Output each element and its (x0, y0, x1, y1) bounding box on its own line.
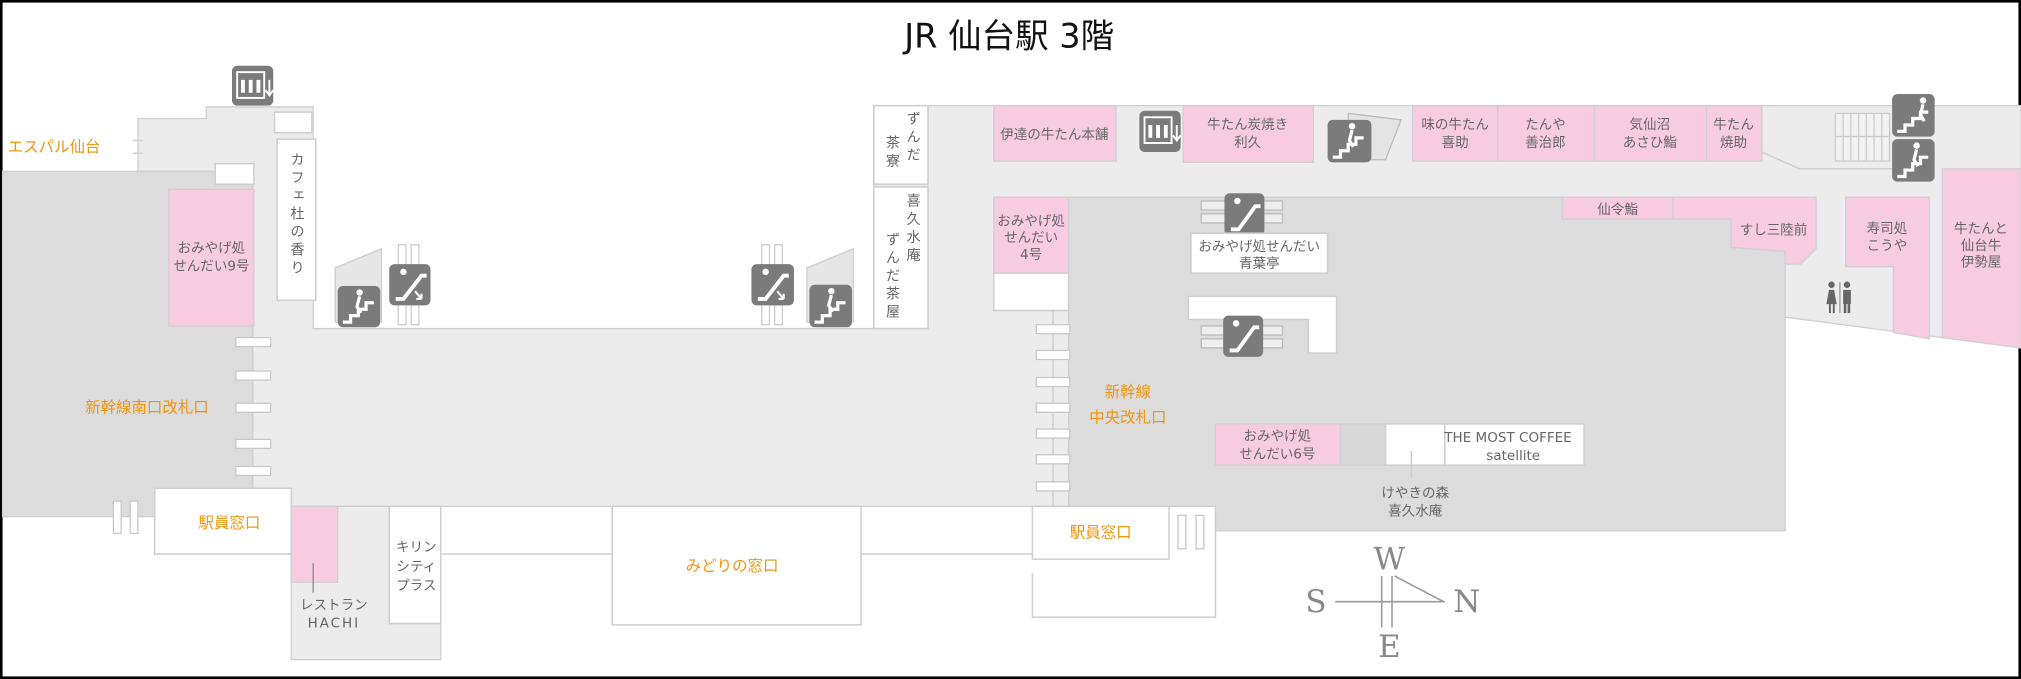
office-label: 駅員窓口 (1070, 523, 1132, 541)
elevator-icon (1139, 110, 1182, 153)
small-room (992, 272, 1070, 312)
elevator-icon (232, 65, 275, 106)
compass-north: N (1453, 584, 1480, 620)
station-office-right[interactable]: 駅員窓口 (1031, 505, 1170, 560)
shop-label: あさひ鮨 (1623, 135, 1678, 151)
shop-label: ずんだ (905, 111, 921, 165)
shop-kikusui-zunda[interactable]: 喜久水庵 ずんだ茶屋 (873, 186, 929, 330)
shop-kouya[interactable]: 寿司処 こうや (1845, 196, 1931, 340)
compass: W S N E (1305, 541, 1480, 665)
shop-label: カフェ杜の香り (288, 152, 304, 278)
station-office-left[interactable]: 駅員窓口 (153, 487, 293, 555)
shop-label: 気仙沼 (1630, 117, 1671, 133)
shop-label: 喜久水庵 (905, 193, 921, 265)
shop-label: 牛たん炭焼き (1207, 117, 1288, 133)
shop-label: すし三陸前 (1740, 221, 1808, 238)
shop-senrei[interactable]: 仙令鮨 (1561, 196, 1674, 220)
shop-rikyu[interactable]: 牛たん炭焼き 利久 (1182, 105, 1315, 163)
shop-label: 寿司処 (1867, 220, 1908, 237)
shop-label: THE MOST COFFEE (1443, 430, 1571, 446)
shop-label: こうや (1867, 238, 1908, 254)
page-title: JR 仙台駅 3階 (902, 17, 1114, 56)
label-south-gate: 新幹線南口改札口 (85, 397, 209, 416)
shop-label: せんだい6号 (1239, 447, 1315, 463)
staircase (1834, 112, 1891, 162)
label-keyaki: 喜久水庵 (1388, 502, 1443, 519)
shop-label: 味の牛たん (1421, 117, 1489, 133)
shop-label: 伊達の牛たん本舗 (1000, 127, 1108, 143)
label-central-gate: 新幹線 (1105, 382, 1151, 401)
shop-label: キリン (396, 539, 437, 555)
shop-label: おみやげ処 (997, 213, 1065, 229)
compass-south: S (1305, 584, 1326, 620)
shop-label: ずんだ茶屋 (884, 232, 900, 322)
label-hachi: レストラン (300, 597, 368, 613)
shop-kirin-city-plus[interactable]: キリン シティ プラス (388, 505, 442, 625)
escalator-down-icon (751, 244, 794, 326)
compass-east: E (1378, 629, 1401, 665)
shop-label: せんだい9号 (173, 259, 249, 275)
office-label: みどりの窓口 (686, 557, 779, 575)
shop-label: satellite (1486, 448, 1540, 464)
small-room (273, 111, 313, 134)
stairs-down-icon (334, 247, 383, 328)
stairs-up-icon (1892, 139, 1935, 182)
shop-omiyage4[interactable]: おみやげ処 せんだい 4号 (993, 196, 1070, 274)
office-label: 駅員窓口 (199, 514, 261, 532)
shop-label: シティ (396, 559, 436, 575)
escalator-down-icon (389, 244, 431, 326)
stairs-up-icon (1892, 94, 1935, 137)
shop-iseya[interactable]: 牛たんと 仙台牛 伊勢屋 (1941, 168, 2021, 349)
shop-label: 喜助 (1442, 135, 1469, 151)
shop-cafe-mori[interactable]: カフェ杜の香り (276, 138, 317, 301)
shop-label: 牛たん (1713, 117, 1754, 133)
shop-label: 青葉亭 (1239, 255, 1280, 272)
small-room (214, 162, 255, 186)
escalator-up-icon (1200, 315, 1284, 357)
shop-label: おみやげ処せんだい (1198, 239, 1320, 255)
small-room (1187, 295, 1338, 354)
shop-label: 焼助 (1720, 135, 1747, 151)
shop-label: たんや (1525, 117, 1566, 133)
shop-label: 仙令鮨 (1597, 202, 1638, 218)
shop-hachi[interactable] (290, 505, 339, 584)
shop-date-gyutan[interactable]: 伊達の牛たん本舗 (993, 105, 1117, 162)
shop-label: 利久 (1234, 135, 1262, 151)
central-gate-area (1067, 196, 1786, 532)
shop-label: おみやげ処 (178, 241, 246, 257)
label-keyaki: けやきの森 (1381, 485, 1449, 501)
shop-label: 伊勢屋 (1961, 255, 2002, 271)
shop-most-coffee[interactable]: THE MOST COFFEE satellite (1443, 423, 1585, 466)
label-espal: エスパル仙台 (8, 138, 101, 156)
shop-sanriku[interactable]: すし三陸前 (1672, 196, 1817, 265)
shop-omiyage9[interactable]: おみやげ処 せんだい9号 (168, 188, 255, 327)
label-hachi: HACHI (308, 615, 360, 631)
escalator-up-icon (1200, 193, 1284, 236)
shop-asahi[interactable]: 気仙沼 あさひ鮨 (1593, 105, 1708, 162)
shop-aobatei[interactable]: おみやげ処せんだい 青葉亭 (1190, 232, 1329, 274)
compass-west: W (1374, 541, 1406, 577)
shop-yakisuke[interactable]: 牛たん 焼助 (1705, 105, 1763, 162)
restroom-icon (1826, 281, 1851, 314)
shop-keyaki[interactable] (1384, 423, 1446, 466)
stairs-down-icon (806, 247, 854, 328)
shop-label: プラス (396, 578, 436, 594)
shop-label: 4号 (1020, 247, 1042, 263)
label-central-gate: 中央改札口 (1089, 409, 1166, 427)
small-room (1339, 423, 1387, 466)
south-gates (112, 336, 272, 535)
shop-label: 仙台牛 (1961, 238, 2002, 254)
shop-kisuke[interactable]: 味の牛たん 喜助 (1411, 105, 1499, 162)
shop-label: 牛たんと (1954, 221, 2008, 237)
shop-label: おみやげ処 (1243, 429, 1311, 445)
shop-omiyage6[interactable]: おみやげ処 せんだい6号 (1214, 423, 1342, 466)
stairs-down-icon (1327, 112, 1402, 163)
shop-label: せんだい (1004, 230, 1058, 246)
shop-zunda-saryo[interactable]: ずんだ 茶寮 (873, 104, 929, 186)
central-gates (1035, 324, 1205, 550)
shop-label: 善治郎 (1525, 135, 1566, 151)
midori-ticket-office[interactable]: みどりの窓口 (611, 505, 862, 626)
shop-label: 茶寮 (884, 135, 900, 171)
shop-zenjiro[interactable]: たんや 善治郎 (1497, 105, 1596, 162)
